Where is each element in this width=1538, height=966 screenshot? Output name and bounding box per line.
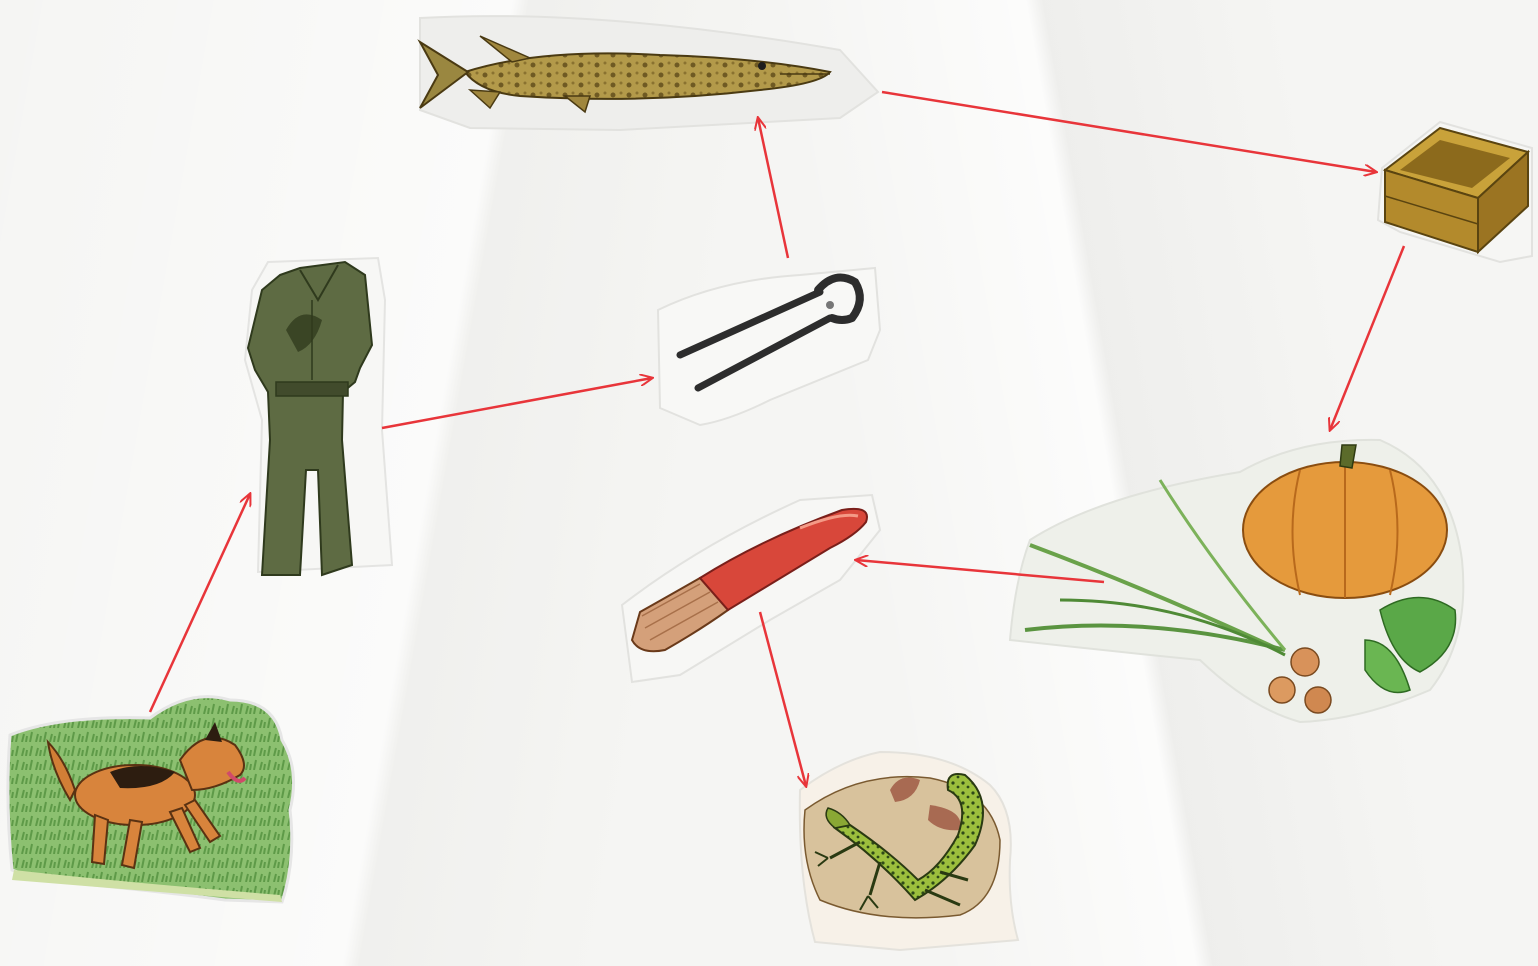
edge-box-to-vegetables: [1330, 246, 1404, 430]
edge-brush-to-lizard: [760, 612, 806, 786]
edge-fish-to-box: [882, 92, 1376, 172]
edge-overalls-to-pincers: [382, 378, 652, 428]
edge-dog-to-overalls: [150, 494, 250, 712]
dog-cutout-node: [8, 697, 294, 902]
edge-pincers-to-fish: [758, 118, 788, 258]
pike-fish-cutout-node: [420, 16, 878, 130]
wooden-box-cutout-node: [1378, 122, 1532, 262]
brush-cutout-node: [622, 495, 880, 682]
overalls-cutout-node: [245, 258, 392, 575]
lizard-cutout-node: [800, 752, 1018, 950]
pincers-cutout-node: [658, 268, 880, 425]
